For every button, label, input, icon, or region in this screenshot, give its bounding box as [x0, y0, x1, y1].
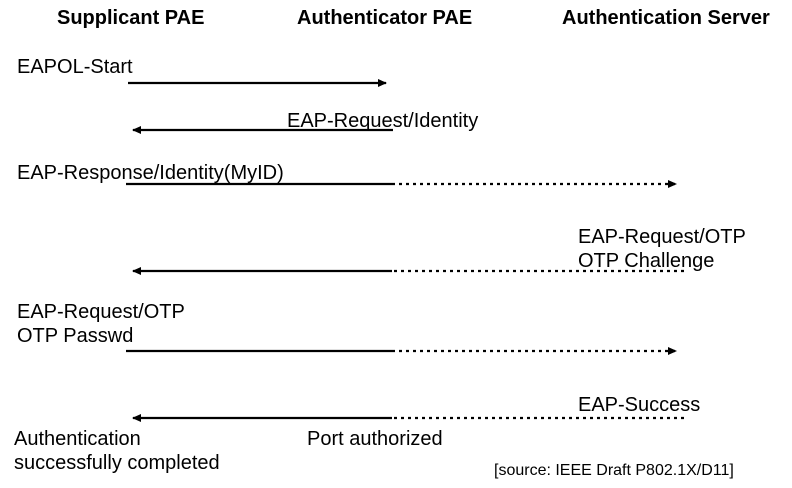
- column-header-supplicant: Supplicant PAE: [57, 7, 205, 29]
- message-label-eap-request-otp-challenge: EAP-Request/OTP: [578, 226, 746, 248]
- message-label-eap-response-identity: EAP-Response/Identity(MyID): [17, 162, 284, 184]
- message-label-eap-request-otp-passwd: EAP-Request/OTP: [17, 301, 185, 323]
- column-header-authentication-server: Authentication Server: [562, 7, 770, 29]
- message-label-eapol-start: EAPOL-Start: [17, 56, 133, 78]
- note-authentication-line1: Authentication: [14, 428, 141, 450]
- message-label-otp-passwd: OTP Passwd: [17, 325, 134, 347]
- message-label-eap-request-identity: EAP-Request/Identity: [287, 110, 479, 132]
- message-label-otp-challenge: OTP Challenge: [578, 250, 715, 272]
- note-authentication-line2: successfully completed: [14, 452, 220, 474]
- column-header-authenticator: Authenticator PAE: [297, 7, 473, 29]
- message-label-port-authorized: Port authorized: [307, 428, 443, 450]
- message-label-eap-success: EAP-Success: [578, 394, 701, 416]
- source-citation: [source: IEEE Draft P802.1X/D11]: [494, 462, 734, 479]
